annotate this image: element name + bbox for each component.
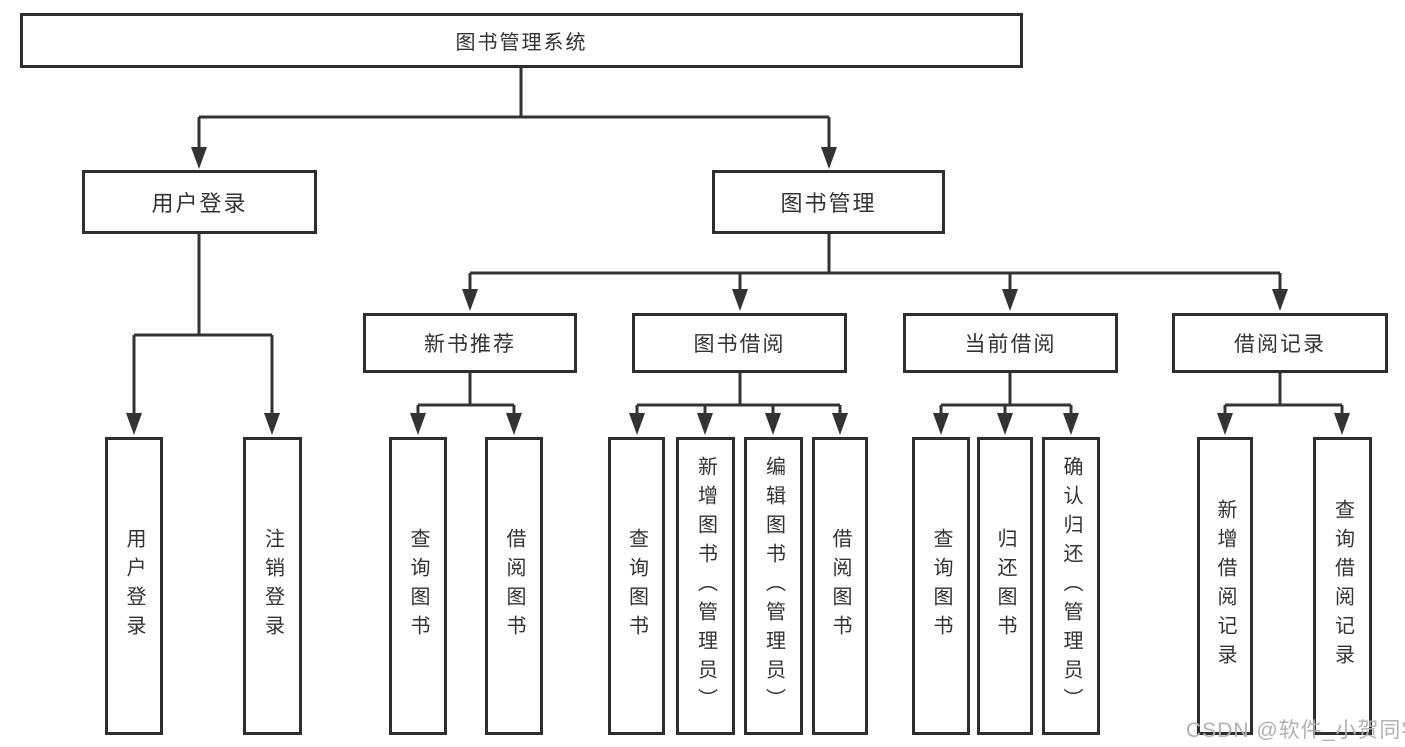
node-borrow-records-label: 借阅记录 <box>1234 333 1326 356</box>
connector-book-management-to-level3 <box>462 234 1288 311</box>
node-borrow-records: 借阅记录 <box>1172 313 1388 373</box>
node-user-login: 用户登录 <box>82 170 317 234</box>
leaf-add-borrow-record: 新增借阅记录 <box>1197 437 1253 735</box>
csdn-watermark: CSDN @软件_小贺同学 <box>1186 719 1405 742</box>
leaf-query-borrow-record: 查询借阅记录 <box>1313 437 1372 735</box>
node-user-login-label: 用户登录 <box>151 191 248 216</box>
leaf-return-books-label: 归还图书 <box>994 528 1016 644</box>
node-book-management-label: 图书管理 <box>780 191 877 216</box>
node-new-book-recommend: 新书推荐 <box>363 313 577 373</box>
leaf-edit-books-admin-label: 编辑图书（管理员） <box>762 455 785 717</box>
connector-root-to-level2 <box>191 68 837 169</box>
leaf-user-login-label: 用户登录 <box>123 528 145 644</box>
node-current-borrow-label: 当前借阅 <box>964 333 1057 356</box>
node-new-book-recommend-label: 新书推荐 <box>424 333 516 356</box>
connector-new-book-recommend-to-leaves <box>410 373 522 435</box>
leaf-logout: 注销登录 <box>243 437 302 735</box>
connector-borrow-records-to-leaves <box>1217 373 1350 435</box>
leaf-borrow-books-label: 借阅图书 <box>829 528 851 644</box>
node-book-borrow: 图书借阅 <box>632 313 847 373</box>
leaf-confirm-return-admin-label: 确认归还（管理员） <box>1060 455 1082 717</box>
leaf-recommend-borrow-books: 借阅图书 <box>485 437 543 735</box>
leaf-borrow-query-books-label: 查询图书 <box>625 528 648 644</box>
leaf-recommend-query-books: 查询图书 <box>389 437 447 735</box>
node-root-system: 图书管理系统 <box>20 13 1023 68</box>
leaf-borrow-query-books: 查询图书 <box>608 437 665 735</box>
leaf-logout-label: 注销登录 <box>261 528 284 644</box>
node-current-borrow: 当前借阅 <box>903 313 1118 373</box>
leaf-edit-books-admin: 编辑图书（管理员） <box>744 437 803 735</box>
leaf-user-login: 用户登录 <box>105 437 163 735</box>
connector-book-borrow-to-leaves <box>629 373 848 435</box>
leaf-recommend-borrow-books-label: 借阅图书 <box>503 528 525 644</box>
node-book-management: 图书管理 <box>712 170 945 234</box>
leaf-return-books: 归还图书 <box>977 437 1033 735</box>
leaf-query-borrow-record-label: 查询借阅记录 <box>1331 499 1354 673</box>
leaf-recommend-query-books-label: 查询图书 <box>407 528 429 644</box>
node-book-borrow-label: 图书借阅 <box>693 333 786 356</box>
node-root-system-label: 图书管理系统 <box>455 32 588 54</box>
leaf-confirm-return-admin: 确认归还（管理员） <box>1042 437 1100 735</box>
leaf-add-borrow-record-label: 新增借阅记录 <box>1214 499 1236 673</box>
connector-user-login-to-leaves <box>126 234 280 435</box>
leaf-add-books-admin: 新增图书（管理员） <box>676 437 735 735</box>
leaf-borrow-books: 借阅图书 <box>812 437 868 735</box>
leaf-add-books-admin-label: 新增图书（管理员） <box>694 455 717 717</box>
connector-current-borrow-to-leaves <box>933 373 1079 435</box>
leaf-current-query-books-label: 查询图书 <box>930 528 952 644</box>
leaf-current-query-books: 查询图书 <box>912 437 970 735</box>
